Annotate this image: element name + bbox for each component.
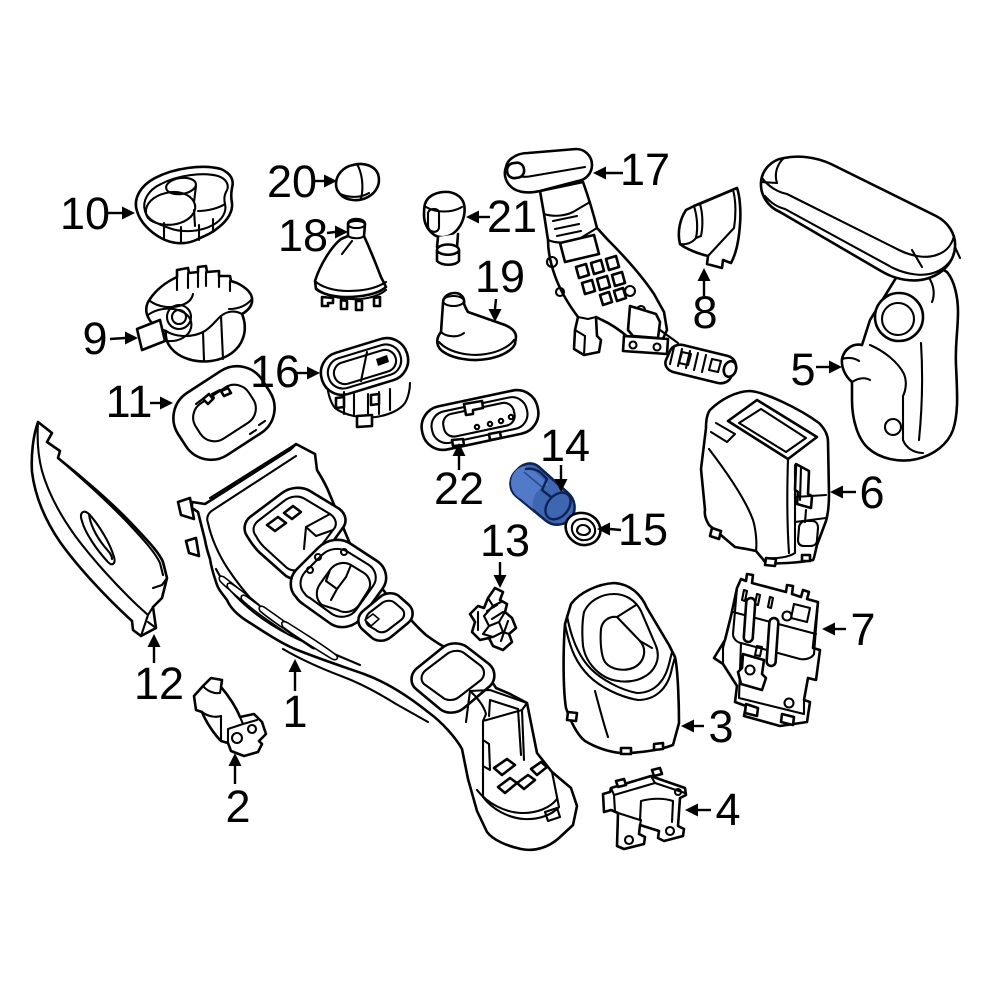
svg-text:9: 9 bbox=[82, 313, 107, 364]
svg-text:14: 14 bbox=[540, 420, 590, 471]
svg-text:11: 11 bbox=[106, 376, 153, 427]
svg-text:7: 7 bbox=[850, 604, 875, 655]
svg-text:18: 18 bbox=[278, 210, 328, 261]
svg-text:3: 3 bbox=[708, 701, 733, 752]
svg-text:17: 17 bbox=[620, 144, 670, 195]
svg-text:10: 10 bbox=[60, 188, 110, 239]
svg-text:4: 4 bbox=[715, 784, 740, 835]
svg-text:6: 6 bbox=[859, 467, 884, 518]
svg-text:5: 5 bbox=[790, 344, 815, 395]
svg-text:13: 13 bbox=[480, 515, 530, 566]
svg-text:1: 1 bbox=[282, 686, 307, 737]
svg-text:22: 22 bbox=[434, 463, 484, 514]
svg-text:15: 15 bbox=[618, 504, 668, 555]
svg-text:19: 19 bbox=[475, 251, 525, 302]
svg-text:12: 12 bbox=[134, 658, 184, 709]
svg-text:21: 21 bbox=[487, 191, 537, 242]
svg-text:16: 16 bbox=[250, 346, 300, 397]
svg-text:20: 20 bbox=[267, 156, 317, 207]
svg-text:2: 2 bbox=[225, 781, 250, 832]
